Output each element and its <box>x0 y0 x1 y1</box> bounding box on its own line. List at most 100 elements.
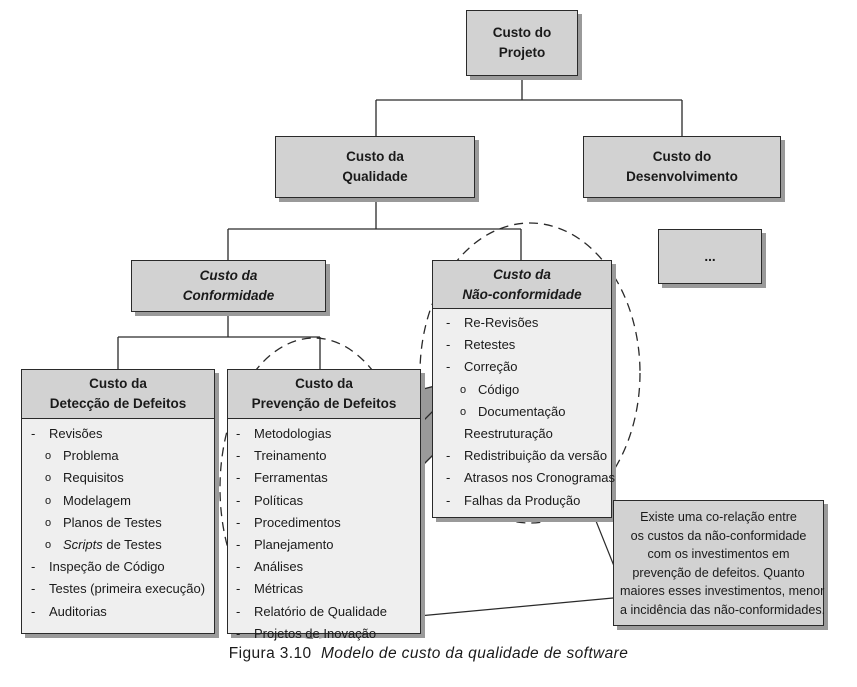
node-label-line: Custo da <box>199 268 258 283</box>
list-item-text: Re-Revisões <box>464 315 539 330</box>
list-item-text: Scripts de Testes <box>63 537 162 553</box>
list-item-text: Retestes <box>464 337 516 353</box>
caption-title: Modelo de custo da qualidade de software <box>320 645 629 662</box>
bullet-marker: - <box>236 470 241 486</box>
bullet-marker: - <box>446 492 451 508</box>
caption-label: Figura 3.10 <box>228 645 312 662</box>
list-item-text: Requisitos <box>63 470 124 486</box>
bullet-marker: - <box>446 359 451 375</box>
list-item-text: Atrasos nos Cronogramas <box>464 470 616 486</box>
list-item: -Projetos de Inovação <box>236 623 387 645</box>
list-item-text: Modelagem <box>63 492 131 508</box>
node-label-line: Custo do <box>652 149 712 164</box>
bullet-marker: - <box>446 470 451 486</box>
list-item-text: Revisões <box>49 426 103 441</box>
node-label-line: Prevenção de Defeitos <box>251 396 397 411</box>
list-item-italic-prefix: Scripts <box>63 537 103 553</box>
list-item-text: Código <box>478 381 520 397</box>
callout-note: Existe uma co-relação entre os custos da… <box>613 500 826 626</box>
list-item: -Análises <box>236 556 387 578</box>
list-item-text: Metodologias <box>254 426 332 441</box>
list-item-text: Testes (primeira execução) <box>49 581 206 597</box>
list-item: -Inspeção de Código <box>31 556 205 578</box>
list-item-text: Políticas <box>254 492 304 508</box>
node-label-line: Custo da <box>493 266 551 282</box>
list-item: -Procedimentos <box>236 512 387 534</box>
list-item: o Documentação <box>446 401 615 423</box>
node-label-line: Detecção de Defeitos <box>49 396 187 411</box>
bullet-marker: - <box>236 448 241 464</box>
bullet-marker: - <box>236 426 241 441</box>
sub-bullet-marker: o <box>460 405 467 418</box>
list-item: -Testes (primeira execução) <box>31 578 205 600</box>
bullet-marker: - <box>236 559 241 575</box>
figure-caption: Figura 3.10 Modelo de custo da qualidade… <box>0 645 857 663</box>
list-item: -Correção <box>446 356 615 378</box>
node-label-line: Conformidade <box>182 288 275 303</box>
callout-line: a incidência das não-conformidades. <box>620 602 826 617</box>
list-item-text: Inspeção de Código <box>49 559 165 575</box>
callout-line: com os investimentos em <box>647 547 790 562</box>
list-item-text: Problema <box>63 448 119 464</box>
callout-line: Existe uma co-relação entre <box>640 510 797 524</box>
bullet-marker: - <box>236 581 241 597</box>
bullet-marker: - <box>446 337 451 353</box>
list-item: o Planos de Testes <box>31 512 205 534</box>
node-custo-do-desenvolvimento: Custo do Desenvolvimento <box>583 136 781 198</box>
list-item: -Retestes <box>446 334 615 356</box>
list-item: -Auditorias <box>31 601 205 623</box>
list-item-text: Auditorias <box>49 603 107 619</box>
list-item-text: Planejamento <box>254 537 334 553</box>
list-item-text: Documentação <box>478 403 566 419</box>
node-label-line: Não-conformidade <box>462 286 582 302</box>
list-item: o Código <box>446 379 615 401</box>
bullet-marker: - <box>236 514 241 530</box>
list-item: -Revisões <box>31 423 205 445</box>
list-item: -Relatório de Qualidade <box>236 601 387 623</box>
list-item-text: Planos de Testes <box>63 514 162 530</box>
list-item-text: Análises <box>254 559 304 575</box>
sub-bullet-marker: o <box>460 383 467 396</box>
list-prevencao: -Metodologias-Treinamento-Ferramentas-Po… <box>236 423 387 645</box>
node-custo-do-projeto: Custo do Projeto <box>466 10 578 76</box>
sub-bullet-marker: o <box>45 516 52 529</box>
callout-line: os custos da não-conformidade <box>630 528 807 543</box>
list-item: -Políticas <box>236 490 387 512</box>
node-custo-da-qualidade: Custo da Qualidade <box>275 136 475 198</box>
callout-line: prevenção de defeitos. Quanto <box>632 565 805 580</box>
list-item-text: Relatório de Qualidade <box>254 603 387 619</box>
list-item-text: Procedimentos <box>254 514 341 530</box>
list-item-text: Reestruturação <box>464 426 553 442</box>
bullet-marker: - <box>236 537 241 553</box>
bullet-marker: - <box>446 315 451 330</box>
list-item: -Metodologias <box>236 423 387 445</box>
sub-bullet-marker: o <box>45 450 52 463</box>
bullet-marker: - <box>446 448 451 464</box>
bullet-marker: - <box>31 426 36 441</box>
ellipsis-text: ... <box>704 248 716 264</box>
node-label-line: Custo da <box>89 376 147 391</box>
list-item-text: Falhas da Produção <box>464 492 581 508</box>
list-item: -Planejamento <box>236 534 387 556</box>
list-item: o Requisitos <box>31 467 205 489</box>
list-item-text: Métricas <box>254 581 304 597</box>
node-label-line: Custo da <box>346 149 404 164</box>
list-item-text: Treinamento <box>254 448 327 464</box>
node-custo-da-nao-conformidade: Custo da Não-conformidade <box>432 260 612 309</box>
sub-bullet-marker: o <box>45 472 52 485</box>
bullet-marker: - <box>31 603 36 619</box>
bullet-marker: - <box>236 492 241 508</box>
list-item: -Redistribuição da versão <box>446 445 615 467</box>
node-custo-da-prevencao-de-defeitos: Custo da Prevenção de Defeitos <box>227 369 421 419</box>
node-label-line: Custo da <box>295 376 353 391</box>
list-item-text: Correção <box>464 359 518 375</box>
bullet-marker: - <box>236 625 241 641</box>
bullet-marker: - <box>31 559 36 575</box>
list-item: -Treinamento <box>236 445 387 467</box>
bullet-marker: - <box>236 603 241 619</box>
list-item-text: Ferramentas <box>254 470 328 486</box>
